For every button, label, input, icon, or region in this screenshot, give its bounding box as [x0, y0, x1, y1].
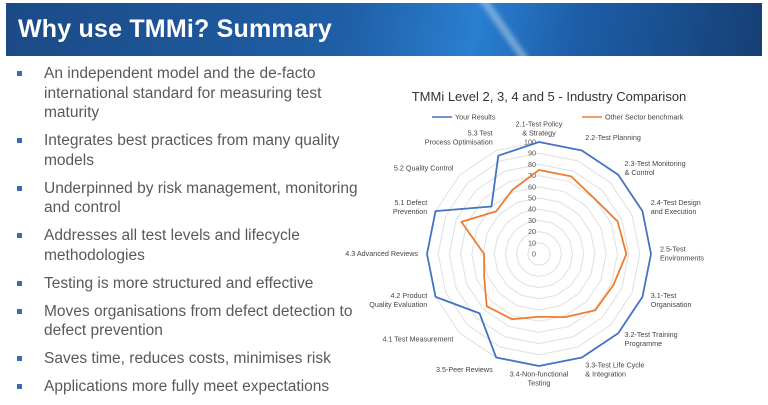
axis-label-line: Process Optimisation	[425, 138, 493, 147]
bullet-item: Testing is more structured and effective	[0, 274, 360, 294]
axis-label-line: 3.1-Test	[651, 291, 677, 300]
axis-label-line: 4.1 Test Measurement	[382, 335, 453, 344]
bullet-square-icon	[17, 308, 22, 314]
bullet-item: Moves organisations from defect detectio…	[0, 302, 360, 341]
grid-ring	[471, 186, 607, 322]
bullet-item: Addresses all test levels and lifecycle …	[0, 226, 360, 265]
grid-ring	[493, 208, 585, 300]
chart-title: TMMi Level 2, 3, 4 and 5 - Industry Comp…	[412, 89, 687, 104]
axis-label-line: & Control	[625, 168, 655, 177]
bullet-text: Applications more fully meet expectation…	[44, 378, 330, 395]
legend-label: Your Results	[455, 113, 496, 122]
bullet-item: An independent model and the de-facto in…	[0, 64, 360, 123]
axis-label-line: Quality Evaluation	[369, 300, 427, 309]
grid-ring	[516, 231, 562, 277]
bullet-square-icon	[17, 185, 22, 191]
grid-ring	[448, 163, 630, 345]
axis-label-line: 3.5-Peer Reviews	[436, 365, 493, 374]
bullet-item: Underpinned by risk management, monitori…	[0, 179, 360, 218]
grid-ring	[482, 197, 596, 311]
bullet-square-icon	[17, 356, 22, 361]
tick-label: 100	[524, 138, 536, 147]
tick-label: 20	[528, 227, 536, 236]
axis-label-line: 4.2 Product	[390, 291, 427, 300]
bullet-square-icon	[17, 71, 22, 76]
grid-ring	[527, 242, 551, 266]
axis-label: 4.1 Test Measurement	[382, 335, 453, 344]
axis-label-line: Programme	[625, 339, 663, 348]
series-line	[426, 141, 652, 367]
bullet-text: Integrates best practices from many qual…	[44, 132, 340, 169]
legend-label: Other Sector benchmark	[605, 113, 684, 122]
axis-label-line: 5.2 Quality Control	[394, 163, 454, 172]
axis-label: 2.2-Test Planning	[585, 133, 641, 142]
axis-label-line: and Execution	[651, 207, 697, 216]
axis-label-line: 3.3-Test Life Cycle	[585, 360, 644, 369]
bullet-text: Testing is more structured and effective	[44, 274, 314, 292]
slide-title: Why use TMMi? Summary	[18, 15, 332, 43]
axis-label-line: Organisation	[651, 300, 692, 309]
axis-label: 4.3 Advanced Reviews	[345, 249, 418, 258]
bullet-item: Saves time, reduces costs, minimises ris…	[0, 349, 360, 369]
axis-label-line: 3.2-Test Training	[625, 330, 678, 339]
axis-label-line: Testing	[528, 379, 551, 388]
axis-label-line: 2.5-Test	[660, 245, 686, 254]
tick-label: 90	[528, 149, 536, 158]
axis-label-line: & Strategy	[522, 129, 556, 138]
bullet-square-icon	[17, 138, 22, 143]
axis-label-line: Prevention	[393, 207, 427, 216]
axis-label-line: 5.1 Defect	[394, 198, 427, 207]
bullet-text: Underpinned by risk management, monitori…	[44, 179, 358, 217]
bullet-text: An independent model and the de-facto in…	[44, 65, 322, 121]
title-banner: Why use TMMi? Summary	[6, 3, 762, 56]
grid-ring	[460, 175, 618, 333]
tick-label: 80	[528, 160, 536, 169]
axis-label-line: 2.2-Test Planning	[585, 133, 641, 142]
axis-label-line: 3.4-Non-functional	[510, 370, 569, 379]
axis-label-line: 2.1-Test Policy	[516, 120, 563, 129]
axis-label-line: & Integration	[585, 369, 626, 378]
bullet-text: Addresses all test levels and lifecycle …	[44, 227, 300, 264]
axis-label: 3.5-Peer Reviews	[436, 365, 493, 374]
axis-label-line: 2.3-Test Monitoring	[625, 159, 686, 168]
tick-label: 30	[528, 216, 536, 225]
grid-ring	[504, 219, 574, 289]
tick-label: 10	[528, 238, 536, 247]
bullet-text: Saves time, reduces costs, minimises ris…	[44, 350, 331, 367]
axis-label-line: 2.4-Test Design	[651, 198, 701, 207]
grid-ring	[437, 152, 641, 356]
axis-label: 5.2 Quality Control	[394, 163, 454, 172]
bullet-text: Moves organisations from defect detectio…	[44, 302, 353, 340]
axis-label-line: Environments	[660, 254, 704, 263]
axis-label: 2.1-Test Policy& Strategy	[516, 120, 563, 138]
axis-label-line: 5.3 Test	[468, 129, 493, 138]
axis-label: 3.3-Test Life Cycle& Integration	[585, 360, 644, 378]
tick-label: 60	[528, 182, 536, 191]
bullet-item: Applications more fully meet expectation…	[0, 377, 360, 397]
bullet-item: Integrates best practices from many qual…	[0, 131, 360, 170]
bullet-square-icon	[17, 384, 22, 389]
bullet-square-icon	[17, 233, 22, 238]
bullet-list: An independent model and the de-facto in…	[0, 64, 360, 405]
series-line	[460, 169, 628, 321]
axis-label-line: 4.3 Advanced Reviews	[345, 249, 418, 258]
tick-label: 40	[528, 205, 536, 214]
bullet-square-icon	[17, 280, 22, 286]
tick-label: 0	[532, 250, 536, 259]
tick-label: 50	[528, 194, 536, 203]
axis-label: 2.3-Test Monitoring& Control	[625, 159, 686, 177]
